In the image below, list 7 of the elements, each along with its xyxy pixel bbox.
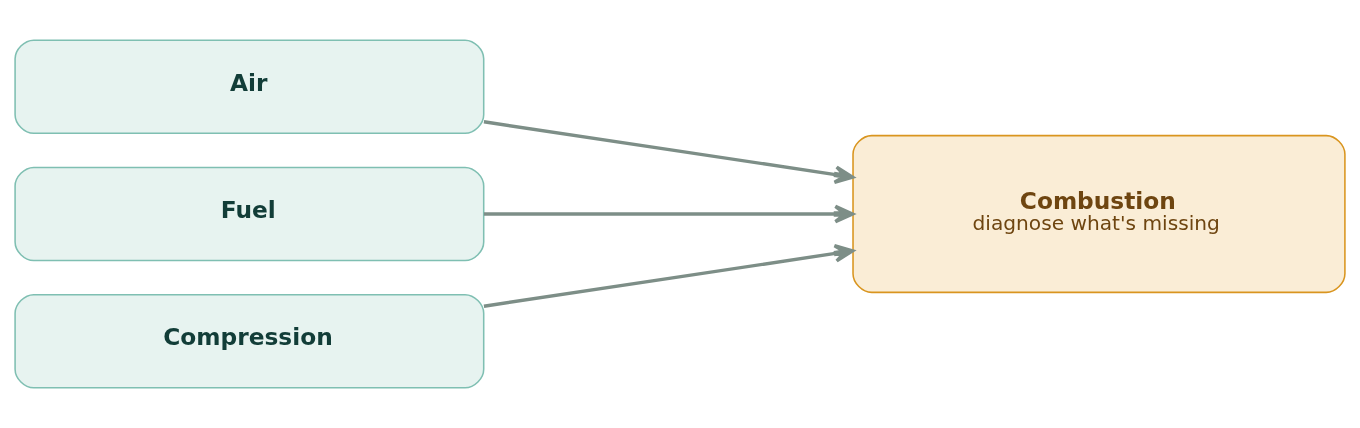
arrow (483, 204, 855, 224)
node-box: Fuel (14, 166, 485, 262)
node-box: Air (14, 39, 485, 135)
node-box: Combustion diagnose what's missing (852, 134, 1346, 294)
arrow (483, 244, 855, 308)
node-box: Compression (14, 293, 485, 389)
arrow (483, 120, 855, 184)
